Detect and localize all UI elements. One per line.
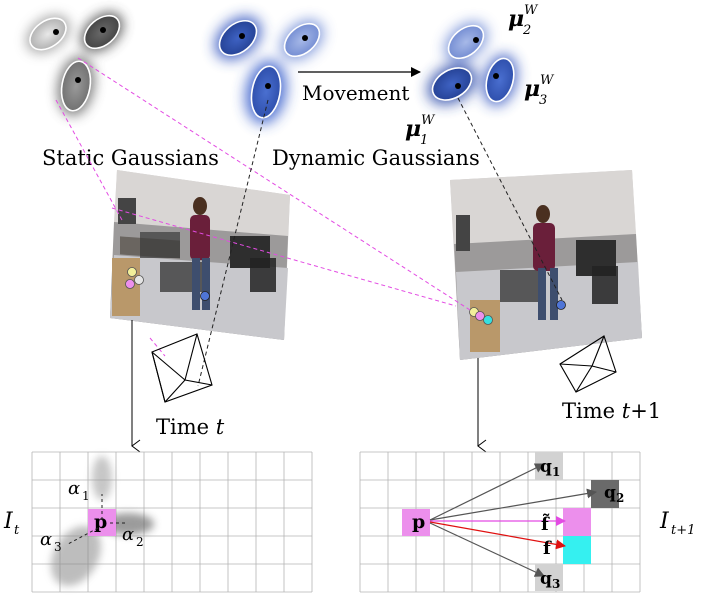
svg-text:W: W [524, 3, 539, 18]
time-t1-label: Time t+1 [562, 399, 661, 423]
svg-text:α: α [68, 478, 80, 499]
svg-text:W: W [421, 113, 436, 128]
svg-text:2: 2 [522, 23, 531, 38]
pixel-p-right [402, 509, 430, 536]
static-gaussian-1 [29, 17, 67, 51]
svg-text:1: 1 [552, 465, 560, 479]
static-gaussian-3 [60, 60, 92, 112]
static-gaussians-label: Static Gaussians [42, 146, 219, 170]
svg-text:q: q [604, 483, 616, 503]
svg-text:2: 2 [616, 491, 624, 505]
svg-text:q: q [540, 569, 552, 589]
svg-text:t: t [14, 523, 20, 538]
projection-lines [55, 57, 563, 387]
pixel-f-target [563, 536, 591, 564]
svg-text:1: 1 [82, 489, 90, 503]
static-gaussians-group [26, 12, 124, 116]
camera-frustum-icon-right [559, 335, 617, 393]
f-label: f [543, 538, 552, 559]
time-t-label: Time t [156, 415, 225, 439]
svg-text:3: 3 [54, 540, 62, 554]
pixel-f-tilde-target [563, 508, 591, 536]
alpha-lines [67, 494, 128, 545]
svg-text:p: p [412, 511, 425, 533]
mu2-label: μ W 2 [508, 3, 539, 38]
moved-gaussian-3 [485, 57, 515, 103]
camera-frustum-icon [151, 333, 213, 403]
moved-gaussians-group [427, 22, 517, 106]
svg-text:α: α [122, 524, 134, 545]
svg-text:1: 1 [420, 133, 428, 148]
svg-text:W: W [540, 73, 555, 88]
mu3-label: μ W 3 [524, 73, 555, 108]
flow-arrows [429, 463, 597, 577]
svg-text:3: 3 [539, 93, 547, 108]
svg-text:2: 2 [136, 535, 144, 549]
mu1-label: μ W 1 [405, 113, 436, 148]
frame-time-t [110, 170, 290, 340]
svg-text:Time t+1: Time t+1 [562, 399, 661, 423]
svg-text:3: 3 [552, 577, 560, 591]
movement-label: Movement [302, 81, 409, 105]
dynamic-gaussians-group [214, 16, 324, 124]
svg-text:μ: μ [405, 116, 421, 142]
dynamic-gaussians-label: Dynamic Gaussians [272, 146, 480, 170]
dynamic-gaussian-1 [218, 19, 258, 57]
svg-text:t+1: t+1 [671, 523, 695, 538]
svg-text:Time t: Time t [156, 415, 225, 439]
svg-text:q: q [540, 457, 552, 477]
f-tilde-label: f̃ [541, 513, 550, 535]
dynamic-gaussian-3 [250, 65, 282, 119]
dynamic-gaussian-2 [283, 22, 321, 58]
frame-time-t1 [450, 170, 642, 360]
svg-text:I: I [3, 509, 14, 534]
moved-gaussian-2 [447, 24, 485, 60]
moved-gaussian-1 [431, 67, 473, 101]
svg-text:μ: μ [524, 76, 540, 102]
svg-text:α: α [40, 529, 52, 550]
svg-text:I: I [659, 509, 670, 534]
svg-text:p: p [94, 511, 107, 533]
svg-text:μ: μ [508, 6, 524, 32]
